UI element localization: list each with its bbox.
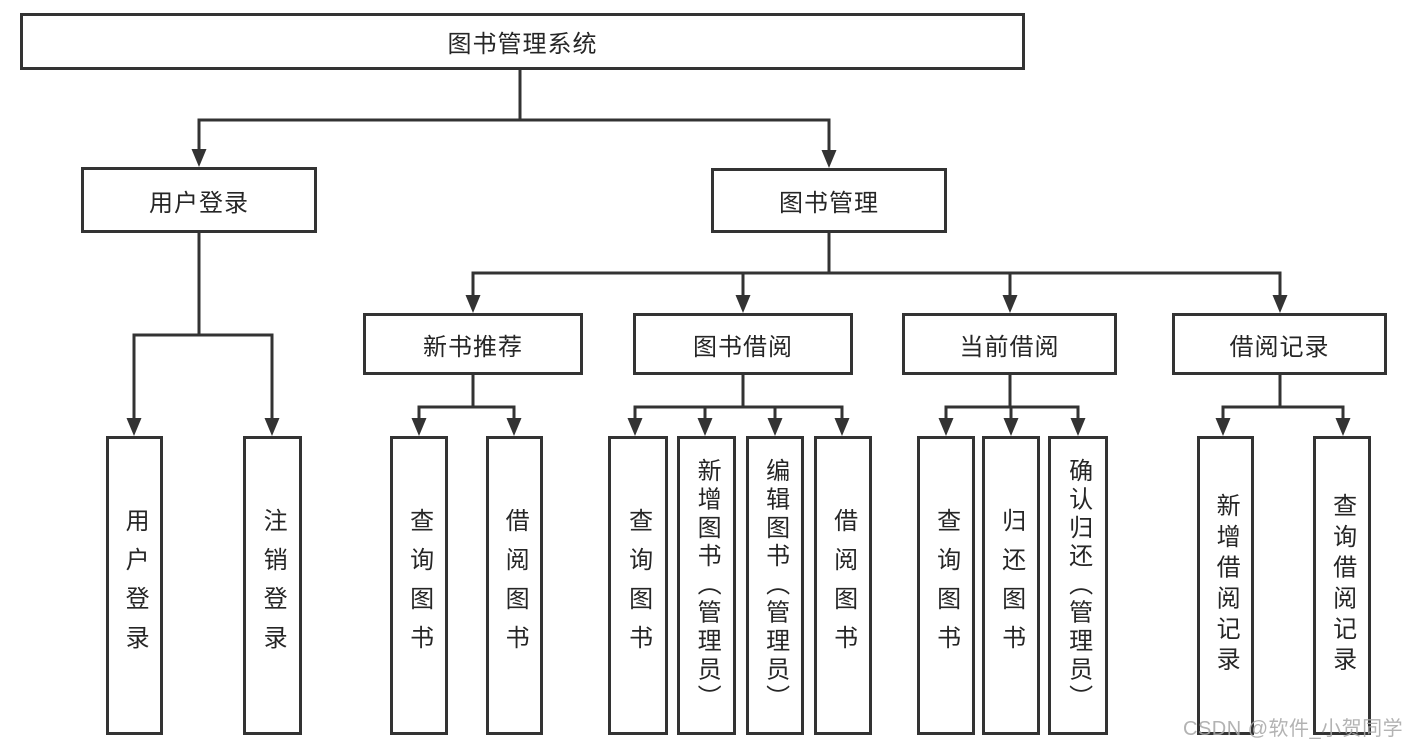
leaf-current-return-books-label: 归还图书 — [997, 507, 1025, 664]
node-borrow-record: 借阅记录 — [1172, 313, 1387, 375]
leaf-newrec-query-books-label: 查询图书 — [405, 507, 433, 664]
leaf-borrow-edit-books-admin-label: 编辑图书（管理员） — [761, 458, 789, 713]
leaf-logout-label: 注销登录 — [259, 507, 287, 664]
leaf-borrow-borrow-books: 借阅图书 — [814, 436, 872, 735]
leaf-newrec-borrow-books-label: 借阅图书 — [501, 507, 529, 664]
leaf-borrow-edit-books-admin: 编辑图书（管理员） — [746, 436, 804, 735]
node-root: 图书管理系统 — [20, 13, 1025, 70]
node-new-book-recommend-label: 新书推荐 — [423, 333, 523, 361]
leaf-borrow-query-books: 查询图书 — [608, 436, 668, 735]
leaf-current-confirm-return-admin: 确认归还（管理员） — [1048, 436, 1108, 735]
leaf-logout: 注销登录 — [243, 436, 302, 735]
leaf-borrow-borrow-books-label: 借阅图书 — [829, 507, 857, 664]
arrowhead-icons — [126, 149, 1351, 436]
node-user-login-label: 用户登录 — [149, 189, 249, 217]
node-book-borrow: 图书借阅 — [633, 313, 853, 375]
node-new-book-recommend: 新书推荐 — [363, 313, 583, 375]
node-current-borrow-label: 当前借阅 — [959, 333, 1060, 361]
leaf-current-query-books: 查询图书 — [917, 436, 975, 735]
leaf-borrow-query-books-label: 查询图书 — [624, 507, 652, 664]
leaf-current-return-books: 归还图书 — [982, 436, 1040, 735]
leaf-current-query-books-label: 查询图书 — [932, 507, 960, 664]
leaf-record-query-borrow-record: 查询借阅记录 — [1313, 436, 1371, 735]
node-book-management: 图书管理 — [711, 168, 947, 233]
leaf-borrow-add-books-admin-label: 新增图书（管理员） — [693, 458, 721, 713]
leaf-current-confirm-return-admin-label: 确认归还（管理员） — [1064, 458, 1092, 713]
leaf-record-add-borrow-record: 新增借阅记录 — [1197, 436, 1254, 735]
leaf-user-login-label: 用户登录 — [121, 507, 149, 664]
node-book-management-label: 图书管理 — [779, 190, 879, 217]
leaf-record-query-borrow-record-label: 查询借阅记录 — [1328, 493, 1356, 678]
leaf-user-login: 用户登录 — [106, 436, 163, 735]
node-root-label: 图书管理系统 — [447, 31, 598, 58]
leaf-newrec-borrow-books: 借阅图书 — [486, 436, 543, 735]
node-book-borrow-label: 图书借阅 — [693, 333, 793, 361]
leaf-borrow-add-books-admin: 新增图书（管理员） — [677, 436, 736, 735]
watermark: CSDN @软件_小贺同学 — [1183, 718, 1404, 740]
node-borrow-record-label: 借阅记录 — [1229, 333, 1330, 361]
node-current-borrow: 当前借阅 — [902, 313, 1117, 375]
leaf-record-add-borrow-record-label: 新增借阅记录 — [1212, 493, 1240, 678]
leaf-newrec-query-books: 查询图书 — [390, 436, 448, 735]
node-user-login: 用户登录 — [81, 167, 317, 233]
